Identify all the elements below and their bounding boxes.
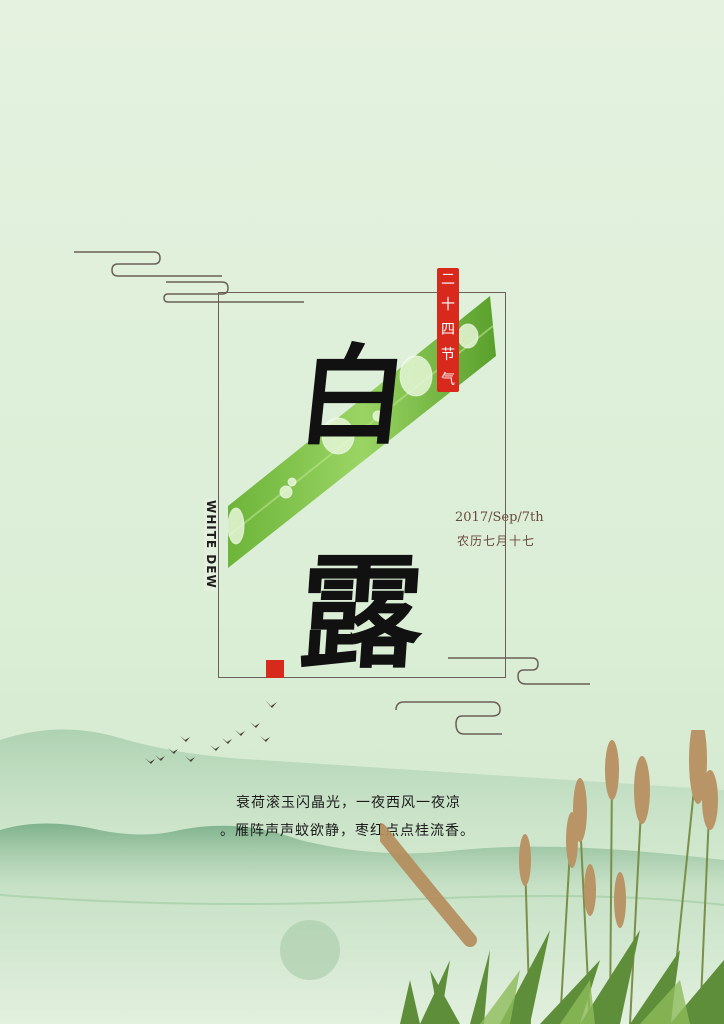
grass-blade-with-dew (228, 296, 496, 568)
cloud-line-bottom (395, 657, 590, 735)
lunar-date-text: 农历七月十七 (457, 534, 536, 548)
seal-char: 十 (441, 297, 455, 314)
title-frame (218, 292, 506, 678)
twenty-four-solar-terms-seal: 二 十 四 节 气 (437, 268, 459, 392)
seal-char: 节 (441, 346, 455, 363)
title-char-bai: 白 (292, 334, 414, 460)
poem-line-1: 衰荷滚玉闪晶光，一夜西风一夜凉 (236, 795, 461, 811)
seal-char: 气 (441, 371, 455, 388)
seal-char: 四 (441, 321, 455, 338)
seal-char: 二 (441, 272, 455, 289)
small-red-seal (266, 660, 284, 678)
reeds-foreground (380, 730, 724, 1024)
poem-line-2: 。雁阵声声蚊欲静，枣红点点桂流香。 (220, 823, 475, 839)
cloud-line-top (74, 251, 304, 303)
title-char-lu: 露 (294, 541, 429, 686)
flying-geese (145, 700, 277, 764)
english-title: WHITE DEW (204, 498, 218, 591)
date-text: 2017/Sep/7th (455, 510, 544, 525)
